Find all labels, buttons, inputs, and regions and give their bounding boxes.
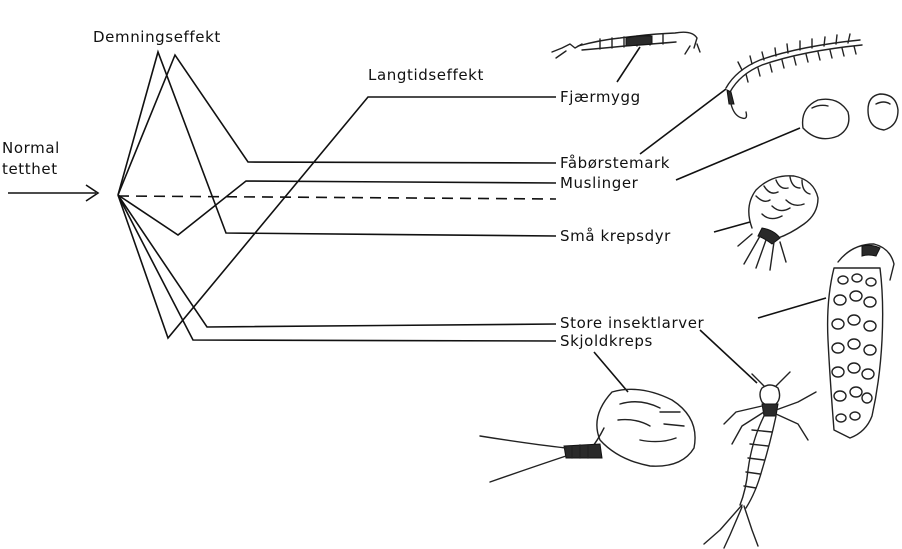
pointer-mayfly-nymph: [700, 330, 757, 383]
dam-effect-label: Demningseffekt: [93, 28, 221, 46]
group-label-muslinger: Muslinger: [560, 174, 639, 192]
midge-larva-icon: [552, 32, 700, 58]
normal-density-label-line2: tetthet: [2, 160, 58, 178]
group-label-faborstemark: Fåbørstemark: [560, 154, 670, 172]
group-label-fjaermygg: Fjærmygg: [560, 88, 641, 106]
trend-line-fjaermygg: [118, 97, 556, 338]
pointer-fjaermygg: [617, 47, 640, 82]
pointer-faborstemark: [640, 89, 726, 154]
oligochaete-worm-icon: [726, 34, 862, 118]
pointer-store-insektlarver: [758, 298, 826, 318]
amphipod-crustacean-icon: [738, 176, 818, 270]
pointer-skjoldkreps: [594, 352, 628, 392]
trend-line-sma-krepsdyr: [118, 52, 556, 236]
pointer-sma-krepsdyr: [714, 222, 750, 232]
normal-density-baseline: [118, 196, 556, 199]
mayfly-nymph-icon: [704, 372, 816, 548]
arrow-right-icon: [8, 185, 98, 201]
mussel-shells-icon: [803, 94, 898, 139]
group-label-sma-krepsdyr: Små krepsdyr: [560, 227, 671, 245]
group-label-store-insektlarver: Store insektlarver: [560, 314, 705, 332]
pointer-muslinger: [676, 128, 800, 180]
caddisfly-larva-icon: [828, 244, 894, 438]
trend-line-faborstemark: [118, 55, 556, 195]
normal-density-label-line1: Normal: [2, 139, 60, 157]
group-label-skjoldkreps: Skjoldkreps: [560, 332, 653, 350]
tadpole-shrimp-icon: [480, 389, 695, 482]
long-term-effect-label: Langtidseffekt: [368, 66, 484, 84]
trend-line-store-insektlarver: [118, 195, 556, 327]
trend-line-muslinger: [118, 181, 556, 235]
